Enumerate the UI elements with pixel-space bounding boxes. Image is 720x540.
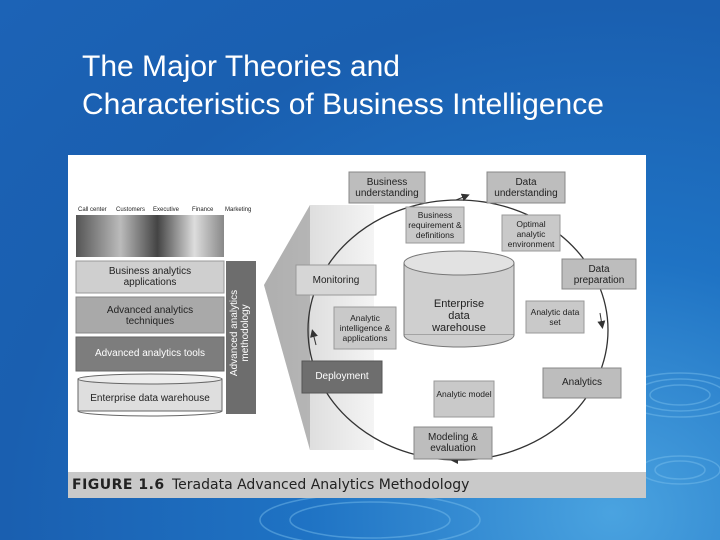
stack-layer-tools xyxy=(75,336,225,372)
photo-label-finance: Finance xyxy=(192,207,214,213)
figure-panel: Call center Customers Executive Finance … xyxy=(68,155,646,498)
label-deployment: Deployment xyxy=(315,371,369,382)
figure-number: FIGURE 1.6 xyxy=(72,477,165,493)
side-methodology-bar xyxy=(226,261,256,414)
label-modeling-evaluation: Modeling & evaluation xyxy=(427,432,479,454)
photo-label-customers: Customers xyxy=(116,207,146,213)
stack-label-applications: Business analytics applications xyxy=(108,266,192,288)
figure-caption: Teradata Advanced Analytics Methodology xyxy=(172,477,470,493)
box-monitoring xyxy=(295,264,377,296)
label-analytic-data-set: Analytic data set xyxy=(530,307,580,327)
box-modeling-evaluation xyxy=(413,426,493,460)
stack-layer-warehouse-cylinder xyxy=(77,373,223,417)
stack-layer-applications xyxy=(75,260,225,294)
methodology-diagram xyxy=(75,171,637,464)
label-monitoring: Monitoring xyxy=(312,275,360,286)
center-warehouse-cylinder xyxy=(403,250,515,348)
box-analytic-data-set xyxy=(525,300,585,334)
box-deployment xyxy=(301,360,383,394)
box-data-understanding xyxy=(486,171,566,204)
stack-label-tools: Advanced analytics tools xyxy=(94,348,206,359)
slide-title-line2: Characteristics of Business Intelligence xyxy=(82,88,604,121)
photo-label-call-center: Call center xyxy=(78,207,107,213)
figure-caption-bar: FIGURE 1.6 Teradata Advanced Analytics M… xyxy=(68,472,646,498)
box-analytic-intelligence xyxy=(333,306,397,350)
label-data-preparation: Data preparation xyxy=(573,264,625,286)
label-business-understanding: Business understanding xyxy=(355,177,419,199)
box-data-preparation xyxy=(561,258,637,290)
label-data-understanding: Data understanding xyxy=(494,177,558,199)
photo-strip xyxy=(76,215,224,257)
box-business-understanding xyxy=(348,171,426,204)
label-analytic-model: Analytic model xyxy=(436,389,492,399)
slide-title-line1: The Major Theories and xyxy=(82,50,400,83)
photo-label-marketing: Marketing xyxy=(225,207,252,213)
label-analytics: Analytics xyxy=(561,377,602,388)
box-optimal-environment xyxy=(501,214,561,252)
box-analytic-model xyxy=(433,380,495,418)
label-center-warehouse: Enterprise data warehouse xyxy=(432,298,486,334)
label-analytic-intelligence: Analytic intelligence & applications xyxy=(339,313,391,343)
box-analytics xyxy=(542,367,622,399)
stack-layer-techniques xyxy=(75,296,225,334)
slide-title: The Major Theories and Characteristics o… xyxy=(82,48,702,124)
box-business-requirement xyxy=(405,206,465,244)
stack-label-warehouse: Enterprise data warehouse xyxy=(90,393,210,404)
label-optimal-environment: Optimal analytic environment xyxy=(507,219,555,249)
photo-label-executive: Executive xyxy=(153,207,180,213)
side-methodology-label: Advanced analytics methodology xyxy=(229,289,251,377)
stack-label-techniques: Advanced analytics techniques xyxy=(106,305,194,327)
label-business-requirement: Business requirement & definitions xyxy=(408,210,462,240)
